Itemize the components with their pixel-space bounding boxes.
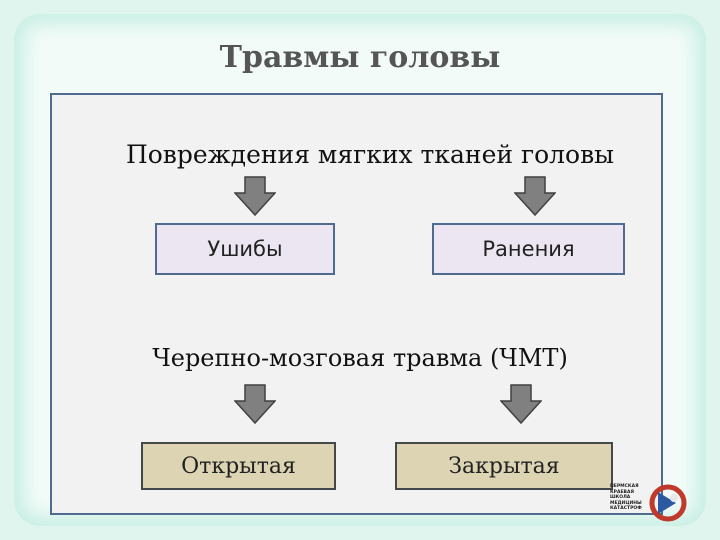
- soft-tissue-heading: Повреждения мягких тканей головы: [125, 140, 615, 169]
- closed-injury-box: Закрытая: [395, 442, 613, 490]
- logo-text: ПЕРМСКАЯ КРАЕВАЯ ШКОЛА МЕДИЦИНЫ КАТАСТРО…: [610, 484, 642, 512]
- down-arrow-icon: [234, 176, 276, 216]
- open-injury-box: Открытая: [141, 442, 336, 490]
- down-arrow-icon: [500, 384, 542, 424]
- down-arrow-icon: [514, 176, 556, 216]
- school-logo-icon: [649, 484, 687, 522]
- bruises-box: Ушибы: [155, 223, 335, 275]
- school-logo: ПЕРМСКАЯ КРАЕВАЯ ШКОЛА МЕДИЦИНЫ КАТАСТРО…: [610, 484, 690, 522]
- tbi-heading: Черепно-мозговая травма (ЧМТ): [152, 344, 568, 372]
- down-arrow-icon: [234, 384, 276, 424]
- wounds-box: Ранения: [432, 223, 625, 275]
- slide-title: Травмы головы: [219, 40, 501, 75]
